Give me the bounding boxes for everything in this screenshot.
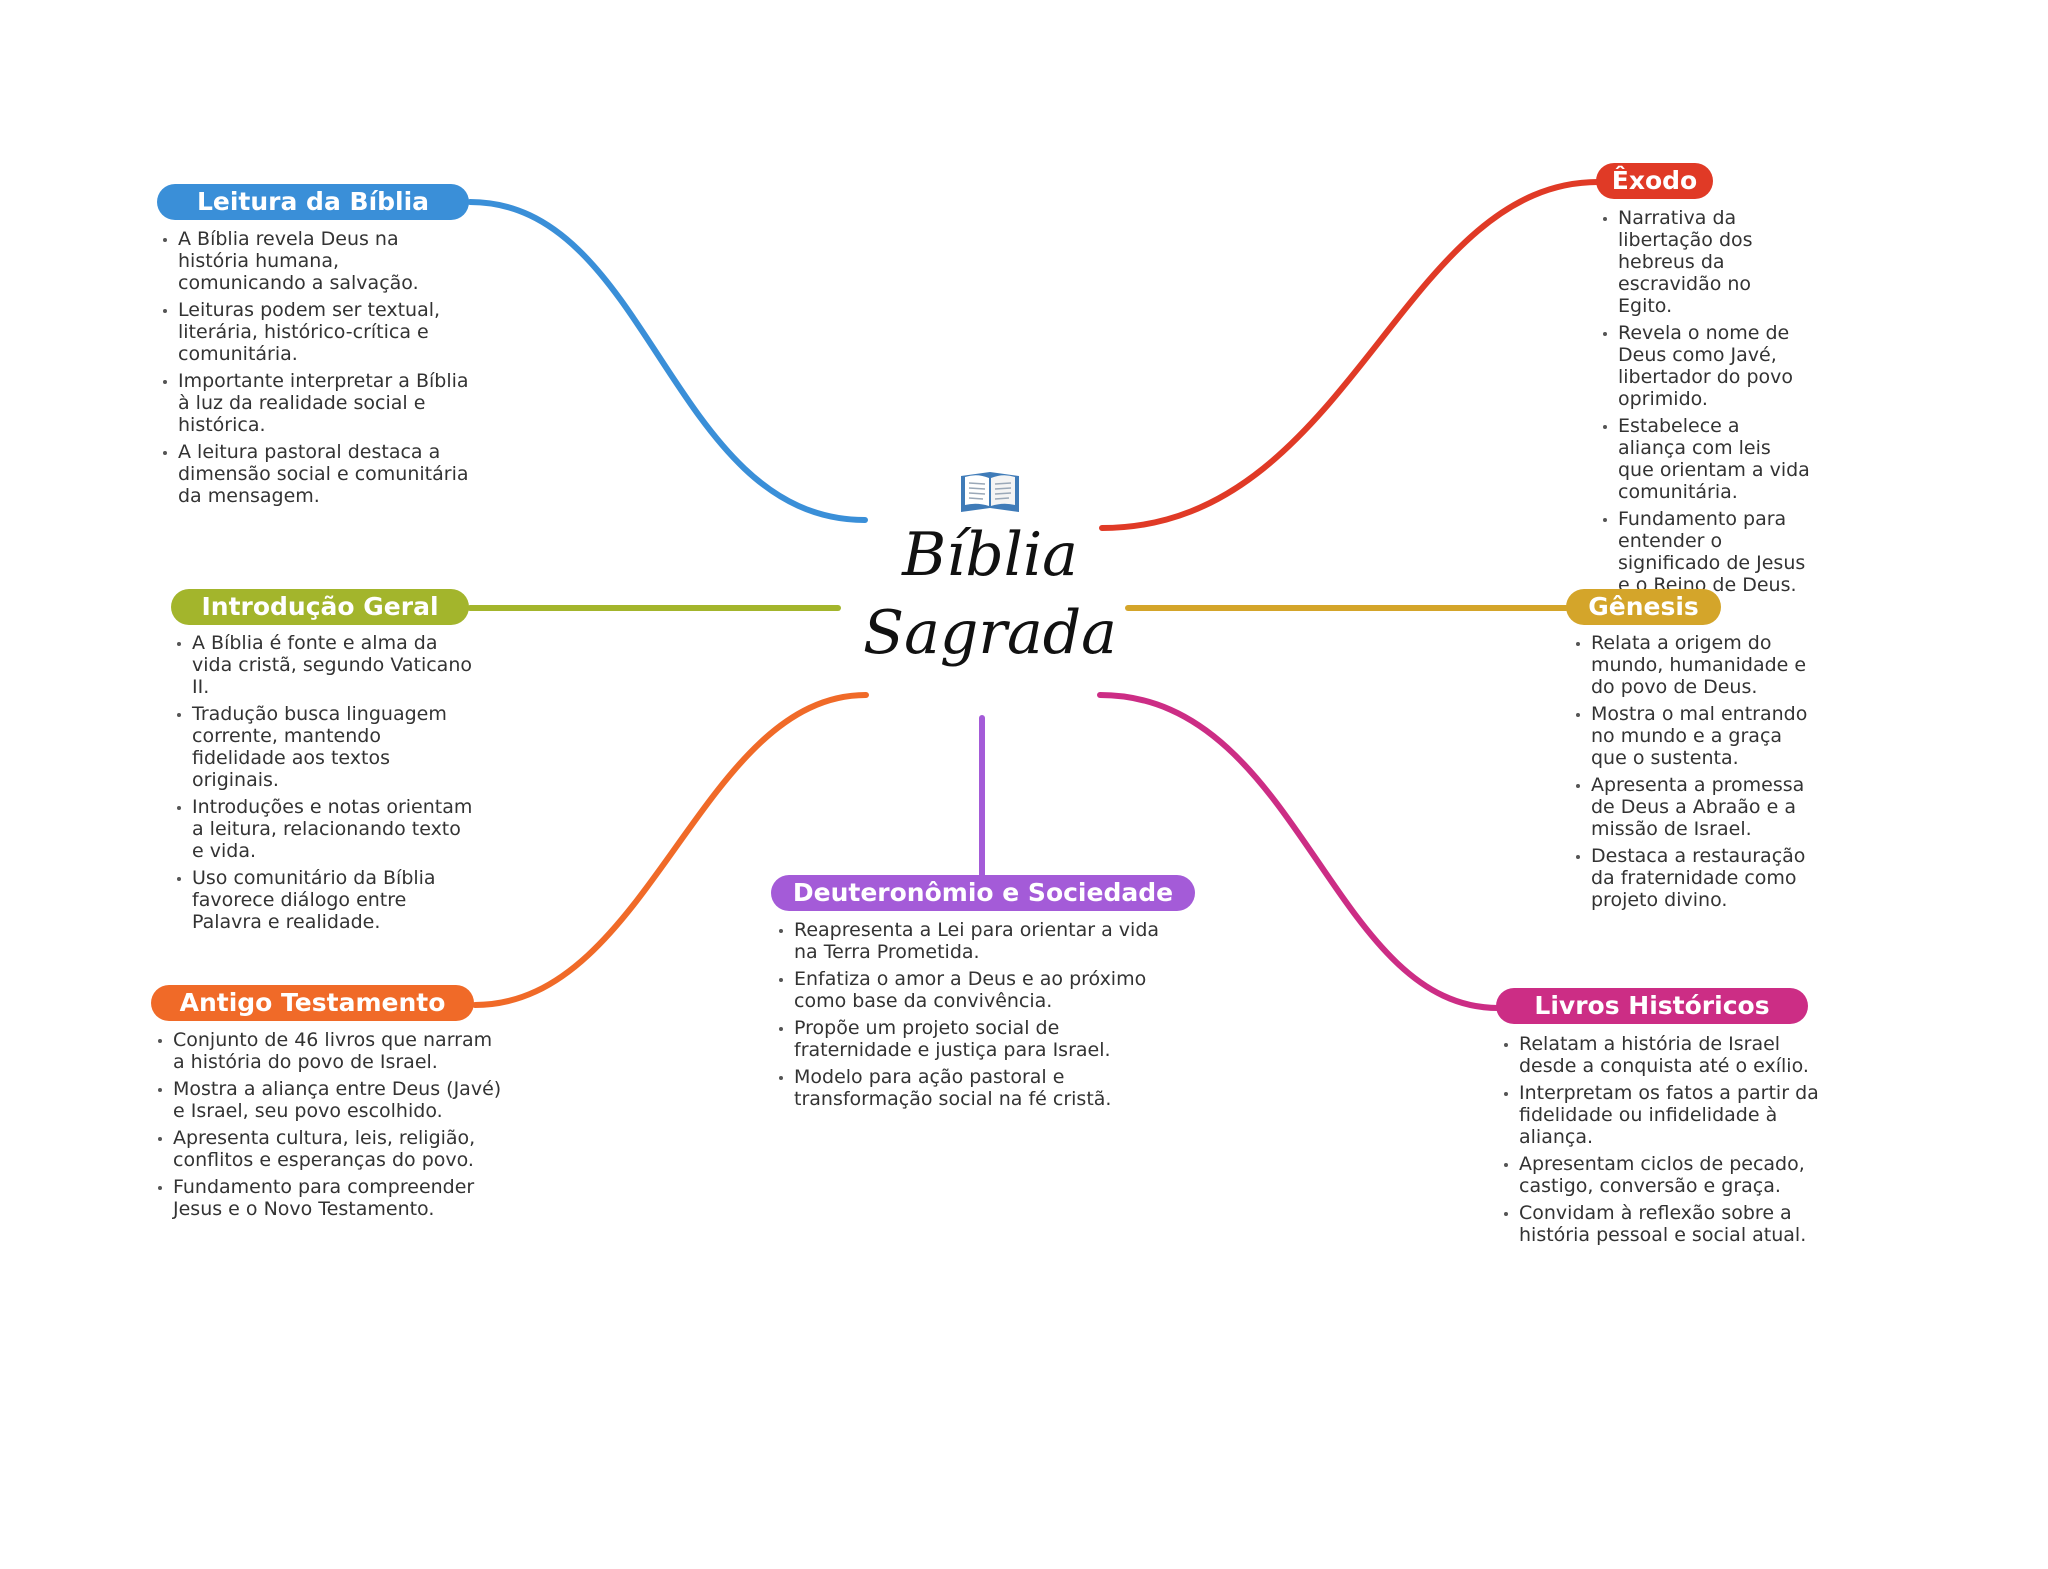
branch-historicos-notes: Relatam a história de Israel desde a con… xyxy=(1501,1033,1821,1251)
connector-exodo xyxy=(1099,179,1601,531)
list-item: Relata a origem do mundo, humanidade e d… xyxy=(1573,632,1813,698)
list-item: A Bíblia é fonte e alma da vida cristã, … xyxy=(174,632,474,698)
list-item: Relatam a história de Israel desde a con… xyxy=(1501,1033,1821,1077)
list-item: Reapresenta a Lei para orientar a vida n… xyxy=(776,919,1171,963)
branch-deuteronomio-notes: Reapresenta a Lei para orientar a vida n… xyxy=(776,919,1171,1115)
branch-historicos-label: Livros Históricos xyxy=(1496,988,1808,1024)
list-item: Importante interpretar a Bíblia à luz da… xyxy=(160,370,470,436)
branch-antigo-label: Antigo Testamento xyxy=(151,985,474,1021)
list-item: Revela o nome de Deus como Javé, liberta… xyxy=(1600,322,1810,410)
list-item: Conjunto de 46 livros que narram a histó… xyxy=(155,1029,505,1073)
list-item: Apresentam ciclos de pecado, castigo, co… xyxy=(1501,1153,1821,1197)
list-item: A Bíblia revela Deus na história humana,… xyxy=(160,228,470,294)
branch-genesis-notes: Relata a origem do mundo, humanidade e d… xyxy=(1573,632,1813,916)
list-item: A leitura pastoral destaca a dimensão so… xyxy=(160,441,470,507)
list-item: Tradução busca linguagem corrente, mante… xyxy=(174,703,474,791)
branch-introducao-label: Introdução Geral xyxy=(171,589,469,625)
central-topic: Bíblia Sagrada xyxy=(840,468,1140,672)
branch-deuteronomio-label: Deuteronômio e Sociedade xyxy=(771,875,1195,911)
list-item: Narrativa da libertação dos hebreus da e… xyxy=(1600,207,1810,317)
list-item: Introduções e notas orientam a leitura, … xyxy=(174,796,474,862)
branch-leitura-label: Leitura da Bíblia xyxy=(157,184,469,220)
list-item: Fundamento para compreender Jesus e o No… xyxy=(155,1176,505,1220)
list-item: Mostra a aliança entre Deus (Javé) e Isr… xyxy=(155,1078,505,1122)
central-title-line-2: Sagrada xyxy=(863,598,1117,668)
list-item: Interpretam os fatos a partir da fidelid… xyxy=(1501,1082,1821,1148)
list-item: Fundamento para entender o significado d… xyxy=(1600,508,1810,596)
connector-leitura xyxy=(467,199,868,523)
list-item: Modelo para ação pastoral e transformaçã… xyxy=(776,1066,1171,1110)
list-item: Apresenta a promessa de Deus a Abraão e … xyxy=(1573,774,1813,840)
list-item: Estabelece a aliança com leis que orient… xyxy=(1600,415,1810,503)
central-title-line-1: Bíblia xyxy=(902,520,1078,590)
list-item: Destaca a restauração da fraternidade co… xyxy=(1573,845,1813,911)
list-item: Apresenta cultura, leis, religião, confl… xyxy=(155,1127,505,1171)
connector-historicos xyxy=(1097,692,1501,1011)
connector-antigo xyxy=(472,692,869,1008)
branch-leitura-notes: A Bíblia revela Deus na história humana,… xyxy=(160,228,470,512)
list-item: Leituras podem ser textual, literária, h… xyxy=(160,299,470,365)
list-item: Enfatiza o amor a Deus e ao próximo como… xyxy=(776,968,1171,1012)
list-item: Mostra o mal entrando no mundo e a graça… xyxy=(1573,703,1813,769)
list-item: Propõe um projeto social de fraternidade… xyxy=(776,1017,1171,1061)
branch-genesis-label: Gênesis xyxy=(1566,589,1721,625)
branch-exodo-label: Êxodo xyxy=(1596,163,1713,199)
branch-exodo-notes: Narrativa da libertação dos hebreus da e… xyxy=(1600,207,1810,601)
list-item: Uso comunitário da Bíblia favorece diálo… xyxy=(174,867,474,933)
branch-introducao-notes: A Bíblia é fonte e alma da vida cristã, … xyxy=(174,632,474,938)
open-book-icon xyxy=(961,472,1019,512)
branch-antigo-notes: Conjunto de 46 livros que narram a histó… xyxy=(155,1029,505,1225)
list-item: Convidam à reflexão sobre a história pes… xyxy=(1501,1202,1821,1246)
